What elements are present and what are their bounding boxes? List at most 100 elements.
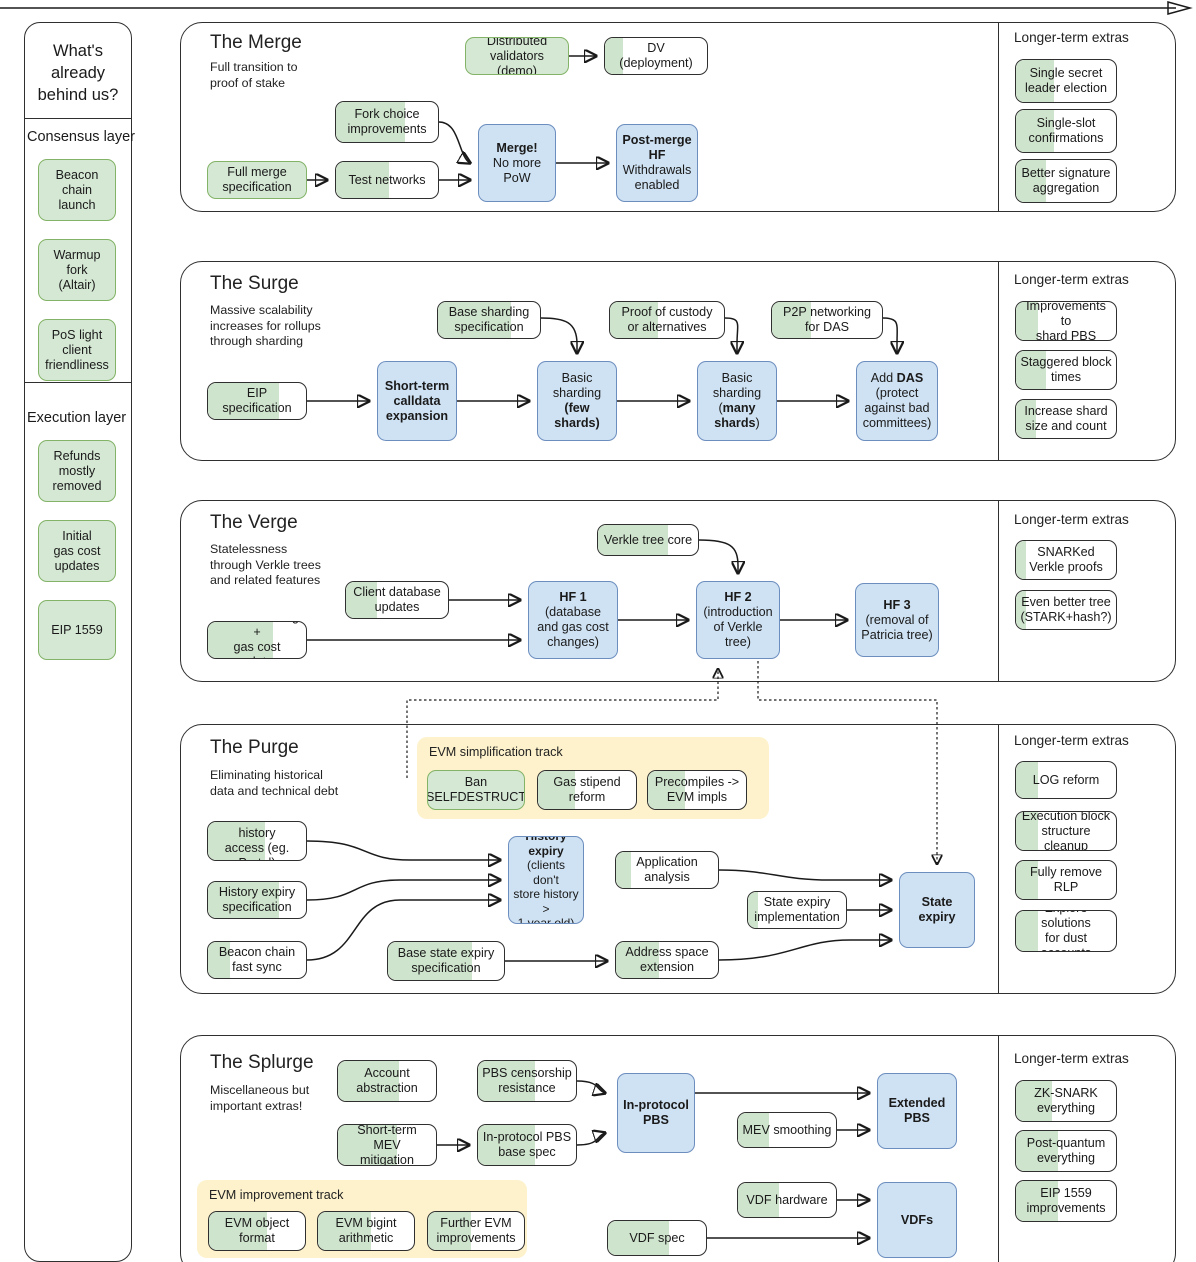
node-base-state-expiry-specification[interactable]: Base state expiry specification	[387, 941, 505, 981]
node-hf-3[interactable]: HF 3 (removal of Patricia tree)	[855, 583, 939, 657]
extra-snarked-verkle-proofs[interactable]: SNARKed Verkle proofs	[1015, 540, 1117, 580]
node-vdf-spec[interactable]: VDF spec	[607, 1220, 707, 1256]
node-short-term-calldata-expansion[interactable]: Short-term calldata expansion	[377, 361, 457, 441]
extras-divider-purge	[998, 724, 999, 994]
sidebar-divider-1	[24, 118, 132, 119]
node-merge-no-more-pow[interactable]: Merge! No more PoW	[478, 124, 556, 202]
extra-staggered-block-times[interactable]: Staggered block times	[1015, 350, 1117, 390]
extra-eip-1559-improvements[interactable]: EIP 1559 improvements	[1015, 1180, 1117, 1222]
node-basic-sharding-many-shards[interactable]: Basic sharding (many shards)	[697, 361, 777, 441]
node-evm-object-format[interactable]: EVM object format	[208, 1211, 306, 1251]
post-merge-hf-label: Post-merge HF Withdrawals enabled	[622, 133, 692, 192]
track-title-merge: The Merge	[210, 32, 302, 53]
extra-better-signature-aggregation[interactable]: Better signature aggregation	[1015, 159, 1117, 203]
track-subtitle-verge: Statelessness through Verkle trees and r…	[210, 542, 321, 587]
track-subtitle-splurge: Miscellaneous but important extras!	[210, 1083, 310, 1113]
track-title-purge: The Purge	[210, 737, 299, 758]
node-hf-2[interactable]: HF 2 (introduction of Verkle tree)	[696, 581, 780, 659]
track-title-splurge: The Splurge	[210, 1052, 314, 1073]
sidebar-item-initial-gas-cost-updates[interactable]: Initial gas cost updates	[38, 520, 116, 582]
sidebar-divider-2	[24, 382, 132, 383]
extra-improvements-shard-pbs[interactable]: Improvements to shard PBS	[1015, 301, 1117, 341]
sidebar-item-eip-1559[interactable]: EIP 1559	[38, 600, 116, 660]
extras-title-verge: Longer-term extras	[1014, 512, 1129, 527]
node-eip-specification[interactable]: EIP specification	[207, 382, 307, 420]
hf-3-label: HF 3 (removal of Patricia tree)	[861, 597, 933, 642]
track-subtitle-merge: Full transition to proof of stake	[210, 60, 298, 90]
node-client-database-updates[interactable]: Client database updates	[345, 581, 449, 619]
node-alternative-history-access[interactable]: Alternative history access (eg. Portal)	[207, 821, 307, 861]
node-dv-deployment[interactable]: DV (deployment)	[604, 37, 708, 75]
extras-title-surge: Longer-term extras	[1014, 272, 1129, 287]
node-address-space-extension[interactable]: Address space extension	[615, 941, 719, 979]
node-add-das[interactable]: Add DAS (protect against bad committees)	[856, 361, 938, 441]
track-subtitle-surge: Massive scalability increases for rollup…	[210, 303, 321, 348]
history-expiry-label: History expiry (clients don't store hist…	[513, 836, 579, 924]
node-state-expiry-implementation[interactable]: State expiry implementation	[747, 891, 847, 929]
node-application-analysis[interactable]: Application analysis	[615, 851, 719, 889]
node-distributed-validators[interactable]: Distributed validators (demo)	[465, 37, 569, 75]
node-gas-stipend-reform[interactable]: Gas stipend reform	[537, 770, 637, 810]
node-proof-of-custody[interactable]: Proof of custody or alternatives	[609, 301, 725, 339]
node-state-expiry[interactable]: State expiry	[899, 872, 975, 948]
node-vdf-hardware[interactable]: VDF hardware	[737, 1182, 837, 1218]
sidebar-item-pos-light-client[interactable]: PoS light client friendliness	[38, 319, 116, 381]
node-base-sharding-specification[interactable]: Base sharding specification	[437, 301, 541, 339]
basic-sharding-many-label: Basic sharding (many shards)	[712, 371, 762, 430]
node-fork-choice-improvements[interactable]: Fork choice improvements	[335, 101, 439, 143]
node-basic-sharding-few-shards[interactable]: Basic sharding (few shards)	[537, 361, 617, 441]
node-full-merge-specification[interactable]: Full merge specification	[207, 161, 307, 199]
extra-single-secret-leader-election[interactable]: Single secret leader election	[1015, 59, 1117, 103]
node-mev-smoothing[interactable]: MEV smoothing	[737, 1112, 837, 1148]
extras-title-merge: Longer-term extras	[1014, 30, 1129, 45]
node-history-expiry[interactable]: History expiry (clients don't store hist…	[508, 836, 584, 924]
node-ban-selfdestruct[interactable]: Ban SELFDESTRUCT	[427, 770, 525, 810]
extras-divider-splurge	[998, 1035, 999, 1262]
track-title-surge: The Surge	[210, 273, 299, 294]
extras-divider-verge	[998, 500, 999, 682]
sidebar-heading: What's already behind us?	[37, 42, 119, 104]
node-post-merge-hf[interactable]: Post-merge HF Withdrawals enabled	[616, 124, 698, 202]
node-vdfs[interactable]: VDFs	[877, 1182, 957, 1258]
extras-title-purge: Longer-term extras	[1014, 733, 1129, 748]
node-history-expiry-specification[interactable]: History expiry specification	[207, 881, 307, 919]
node-p2p-networking-das[interactable]: P2P networking for DAS	[771, 301, 883, 339]
sidebar-group-label-execution: Execution layer	[27, 410, 127, 426]
node-further-evm-improvements[interactable]: Further EVM improvements	[427, 1211, 525, 1251]
node-precompiles-evm-impls[interactable]: Precompiles -> EVM impls	[647, 770, 747, 810]
extra-execution-block-structure-cleanup[interactable]: Execution block structure cleanup	[1015, 811, 1117, 851]
sidebar-item-warmup-fork[interactable]: Warmup fork (Altair)	[38, 239, 116, 301]
track-subtitle-purge: Eliminating historical data and technica…	[210, 768, 339, 798]
node-extended-pbs[interactable]: Extended PBS	[877, 1073, 957, 1149]
node-verkle-tree-core[interactable]: Verkle tree core	[597, 524, 699, 556]
extras-title-splurge: Longer-term extras	[1014, 1051, 1129, 1066]
merge-label: Merge! No more PoW	[492, 140, 542, 185]
node-evm-bigint-arithmetic[interactable]: EVM bigint arithmetic	[317, 1211, 415, 1251]
extra-single-slot-confirmations[interactable]: Single-slot confirmations	[1015, 109, 1117, 153]
extra-log-reform[interactable]: LOG reform	[1015, 761, 1117, 799]
extras-divider-surge	[998, 261, 999, 461]
node-in-protocol-pbs-base-spec[interactable]: In-protocol PBS base spec	[477, 1124, 577, 1166]
node-short-term-mev-mitigation[interactable]: Short-term MEV mitigation	[337, 1124, 437, 1166]
hf-1-label: HF 1 (database and gas cost changes)	[537, 590, 609, 649]
node-test-networks[interactable]: Test networks	[335, 161, 439, 199]
basic-sharding-few-label: Basic sharding (few shards)	[552, 371, 602, 430]
sidebar-item-beacon-chain-launch[interactable]: Beacon chain launch	[38, 159, 116, 221]
group-title-evm-improvement: EVM improvement track	[209, 1188, 344, 1202]
track-the-surge	[180, 261, 1176, 461]
extra-even-better-tree[interactable]: Even better tree (STARK+hash?)	[1015, 590, 1117, 630]
extra-increase-shard-size-and-count[interactable]: Increase shard size and count	[1015, 399, 1117, 439]
sidebar-item-refunds-removed[interactable]: Refunds mostly removed	[38, 440, 116, 502]
node-beacon-chain-fast-sync[interactable]: Beacon chain fast sync	[207, 941, 307, 979]
extra-explore-dust-accounts[interactable]: Explore solutions for dust accounts	[1015, 910, 1117, 952]
node-hf-1[interactable]: HF 1 (database and gas cost changes)	[528, 581, 618, 659]
node-in-protocol-pbs[interactable]: In-protocol PBS	[617, 1073, 695, 1153]
extra-fully-remove-rlp[interactable]: Fully remove RLP	[1015, 860, 1117, 900]
node-pbs-censorship-resistance[interactable]: PBS censorship resistance	[477, 1060, 577, 1102]
extra-post-quantum-everything[interactable]: Post-quantum everything	[1015, 1130, 1117, 1172]
extras-divider-merge	[998, 22, 999, 212]
extra-zk-snark-everything[interactable]: ZK-SNARK everything	[1015, 1080, 1117, 1122]
node-account-abstraction[interactable]: Account abstraction	[337, 1060, 437, 1102]
node-code-chunking-gas-cost-updates[interactable]: Code chunking + gas cost updates	[207, 621, 307, 659]
